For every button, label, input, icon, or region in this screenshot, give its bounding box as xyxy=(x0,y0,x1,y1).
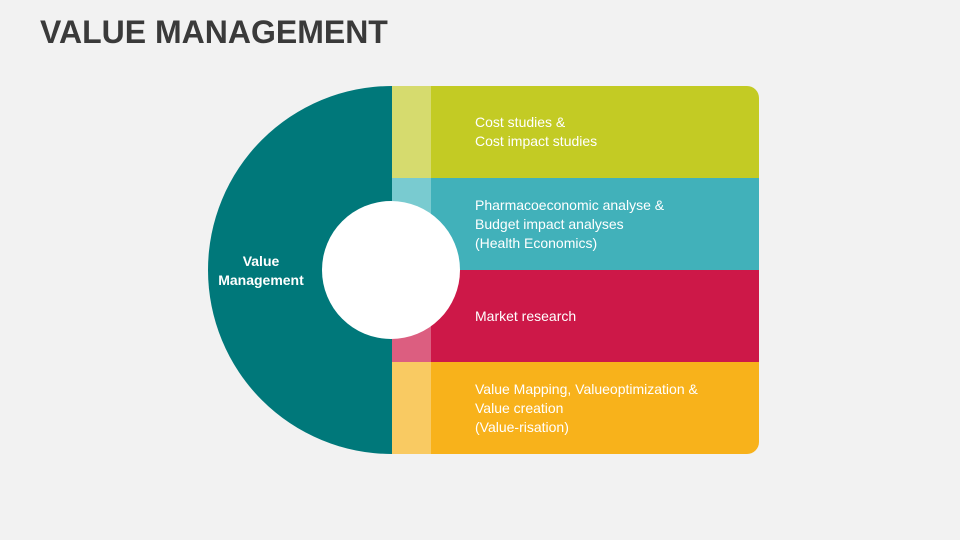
band-text: Pharmacoeconomic analyse & Budget impact… xyxy=(475,178,664,270)
center-label-line: Management xyxy=(218,272,304,288)
band-line: Value Mapping, Valueoptimization & xyxy=(475,380,698,397)
band-cost-studies: Cost studies & Cost impact studies xyxy=(392,86,759,178)
band-text: Value Mapping, Valueoptimization & Value… xyxy=(475,362,698,454)
band-tab xyxy=(392,86,431,178)
center-label-line: Value xyxy=(242,253,280,269)
band-value-mapping: Value Mapping, Valueoptimization & Value… xyxy=(392,362,759,454)
band-line: (Value-risation) xyxy=(475,418,569,435)
band-line: (Health Economics) xyxy=(475,234,598,251)
band-tab xyxy=(392,362,431,454)
band-text: Market research xyxy=(475,270,576,362)
slide-title: VALUE MANAGEMENT xyxy=(40,14,388,50)
band-line: Market research xyxy=(475,307,577,324)
band-line: Pharmacoeconomic analyse & xyxy=(475,196,665,213)
band-text: Cost studies & Cost impact studies xyxy=(475,86,597,178)
band-line: Cost studies & xyxy=(475,114,566,130)
band-line: Value creation xyxy=(475,399,564,416)
center-label: Value Management xyxy=(208,252,314,290)
category-bands: Cost studies & Cost impact studies Pharm… xyxy=(392,86,759,454)
band-line: Cost impact studies xyxy=(475,133,598,149)
band-line: Budget impact analyses xyxy=(475,215,624,232)
center-circle xyxy=(322,201,460,339)
